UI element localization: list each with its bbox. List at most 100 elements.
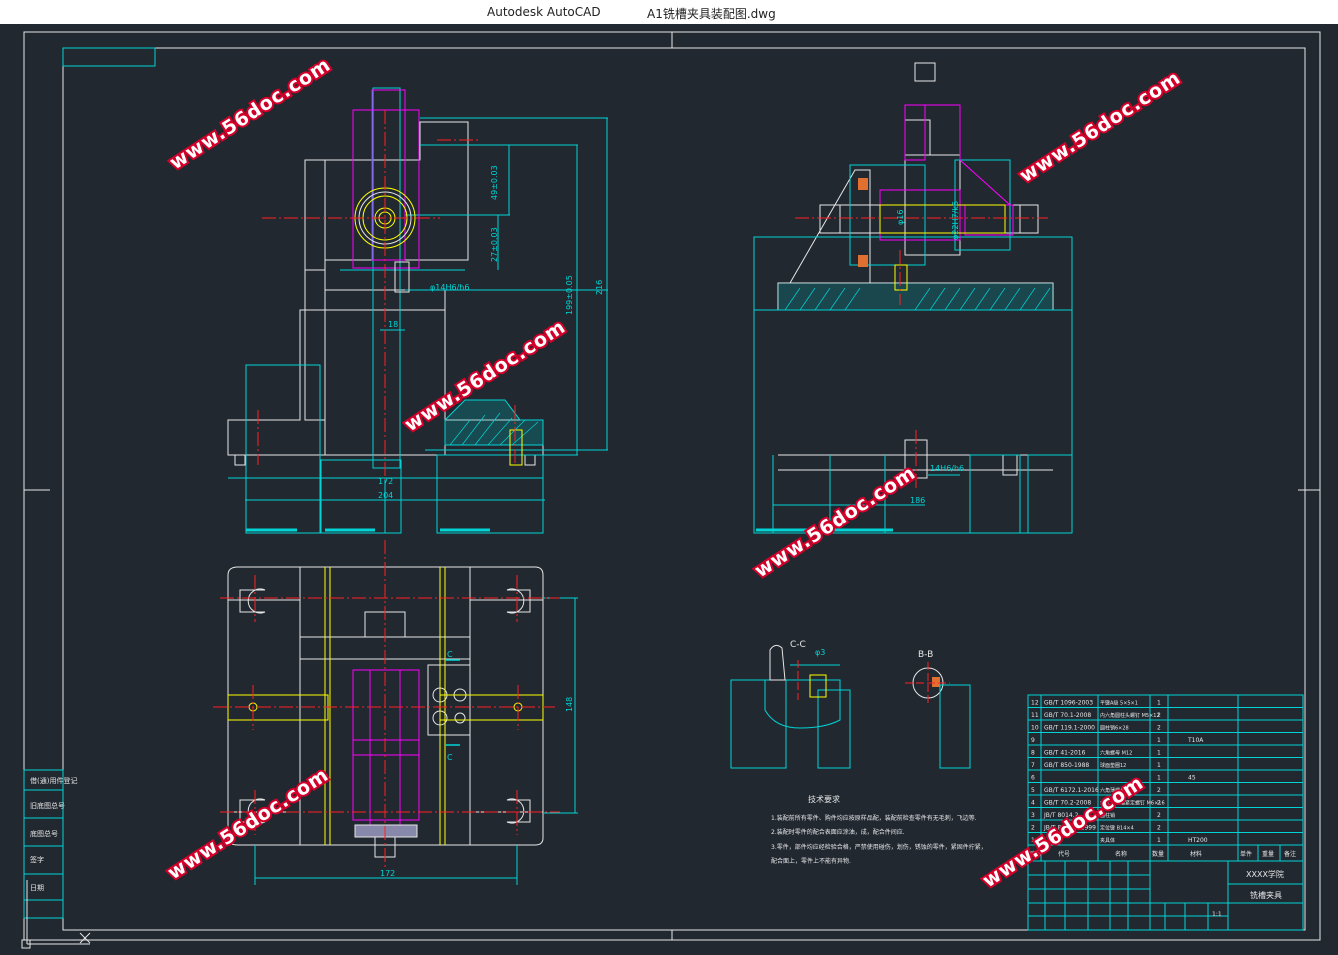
bom-cell-qty: 1 [1157, 737, 1161, 744]
bom-cell-name: 夹具体 [1100, 837, 1115, 844]
drawing-name: 铣槽夹具 [1250, 890, 1282, 900]
drawing-scale: 1:1 [1212, 911, 1222, 918]
tech-req-line-3: 3.零件，部件均应经检验合格，严禁使用碰伤，划伤，锈蚀的零件，紧固件拧紧， [771, 843, 987, 851]
front-view[interactable] [227, 87, 608, 534]
tech-req-line-1: 1.装配前所有零件、购件均应按原样品配，装配前检查零件有无毛刺，飞边等. [771, 814, 977, 822]
front-view-dimensions: 49±0.03 27±0.03 φ14H6/h6 18 172 204 199±… [378, 165, 604, 500]
dim-18: 18 [388, 320, 398, 329]
bom-table [1027, 694, 1304, 862]
dim-204: 204 [378, 491, 393, 500]
bom-cell-qty: 2 [1157, 712, 1161, 719]
top-view-dimensions: 148 172 C C [380, 650, 574, 878]
bom-cell-no: 9 [1031, 737, 1035, 744]
bom-cell-std: GB/T 119.1-2000 [1044, 725, 1095, 732]
ucs-icon [21, 880, 91, 949]
strip-1: 借(通)用件登记 [30, 776, 77, 785]
top-view[interactable] [213, 540, 578, 885]
bom-cell-no: 5 [1031, 787, 1035, 794]
bom-cell-std: JB/T 8044.2-1999 [1043, 825, 1096, 832]
tech-req-title: 技术要求 [808, 794, 840, 804]
bom-cell-no: 12 [1031, 700, 1039, 707]
bom-cell-no: 1 [1031, 837, 1035, 844]
bom-h-remark: 备注 [1284, 850, 1296, 858]
bom-cell-name: 六角螺母 M12 [1100, 750, 1132, 757]
side-view-dimensions: φ16 φ22H7/k6 14H6/h6 186 [896, 201, 964, 505]
bom-cell-name: 球面垫圈12 [1100, 762, 1126, 769]
technical-requirements: 技术要求 1.装配前所有零件、购件均应按原样品配，装配前检查零件有无毛刺，飞边等… [771, 794, 987, 865]
bom-cell-std: GB/T 6172.1-2016 [1044, 787, 1099, 794]
dim-fit: φ14H6/h6 [430, 283, 469, 292]
bom-cell-mat: T10A [1187, 737, 1204, 744]
bom-cell-std: GB/T 70.2-2008 [1044, 800, 1091, 807]
bom-cell-name: 平键A级 5×5×1 [1100, 700, 1138, 707]
dim-199: 199±0.05 [565, 275, 574, 315]
section-mark-c-top: C [447, 650, 453, 659]
strip-2: 旧底图总号 [30, 801, 65, 810]
bom-cell-no: 2 [1031, 825, 1035, 832]
bom-cell-name: 圆柱销6×28 [1100, 725, 1129, 732]
bom-cell-no: 10 [1031, 725, 1039, 732]
dim-fit3: φ16 [896, 210, 905, 225]
dim-14h6: 14H6/h6 [930, 464, 964, 473]
bom-cell-qty: 2 [1157, 725, 1161, 732]
section-cc[interactable]: C-C φ3 [730, 640, 851, 769]
bom-h-mat: 材料 [1190, 850, 1202, 858]
drawing-canvas[interactable]: 借(通)用件登记 旧底图总号 底图总号 签字 日期 [0, 24, 1338, 955]
dim-148: 148 [565, 697, 574, 712]
bom-cell-no: 3 [1031, 812, 1035, 819]
title-block [1027, 860, 1304, 931]
bom-cell-qty: 1 [1157, 762, 1161, 769]
tech-req-line-2: 2.装配时零件的配合表面应涂油，成，配合件间应. [771, 828, 905, 836]
bom-cell-name: 圆柱销 [1100, 812, 1115, 819]
bom-cell-no: 11 [1031, 712, 1039, 719]
strip-3: 底图总号 [30, 829, 58, 838]
bom-cell-qty: 1 [1157, 775, 1161, 782]
bom-h-name: 名称 [1115, 850, 1127, 858]
dim-186: 186 [910, 496, 925, 505]
bom-header: 序号 代号 名称 数量 材料 单件 重量 备注 [1030, 850, 1296, 858]
bom-h-qty: 数量 [1152, 850, 1164, 858]
bom-cell-std: GB/T 850-1988 [1044, 762, 1089, 769]
dim-49: 49±0.03 [490, 165, 499, 200]
bom-cell-mat: HT200 [1188, 837, 1208, 844]
bom-cell-std: JB/T 8014.2 [1043, 812, 1079, 819]
bom-h-single: 单件 [1240, 850, 1252, 858]
bom-cell-mat: 45 [1188, 775, 1196, 782]
section-cc-label: C-C [790, 640, 806, 650]
bom-cell-name: 内六角圆柱头螺钉 M5×12 [1100, 712, 1160, 719]
left-strip: 借(通)用件登记 旧底图总号 底图总号 签字 日期 [23, 769, 77, 919]
bom-cell-no: 6 [1031, 775, 1035, 782]
section-bb[interactable]: B-B [905, 650, 971, 769]
bom-cell-name: 定位键 B14×4 [1100, 825, 1134, 832]
bom-cell-no: 4 [1031, 800, 1035, 807]
bom-cell-std: GB/T 1096-2003 [1044, 700, 1093, 707]
dim-172: 172 [378, 477, 393, 486]
file-name: A1铣槽夹具装配图.dwg [647, 7, 776, 21]
section-bb-label: B-B [918, 650, 933, 660]
strip-5: 日期 [30, 884, 44, 892]
tech-req-line-4: 配合面上，零件上不能有异物. [771, 857, 851, 865]
bom-cell-qty: 2 [1157, 825, 1161, 832]
bom-cell-qty: 1 [1157, 700, 1161, 707]
title-bar: Autodesk AutoCAD A1铣槽夹具装配图.dwg [0, 0, 1338, 24]
bom-cell-no: 8 [1031, 750, 1035, 757]
bom-cell-name: 内六角平端紧定螺钉 M6×16 [1100, 800, 1165, 807]
bom-cell-no: 7 [1031, 762, 1035, 769]
bom-h-code: 代号 [1058, 850, 1070, 858]
bom-h-weight: 重量 [1262, 850, 1274, 858]
bom-cell-std: GB/T 70.1-2008 [1044, 712, 1091, 719]
dim-cc: φ3 [815, 648, 825, 657]
strip-4: 签字 [30, 855, 44, 864]
side-view[interactable] [753, 62, 1073, 534]
bom-cell-qty: 1 [1157, 837, 1161, 844]
dim-fit2: φ22H7/k6 [951, 201, 960, 240]
dim-216: 216 [595, 280, 604, 295]
dim-172b: 172 [380, 869, 395, 878]
bom-cell-std: GB/T 41-2016 [1044, 750, 1086, 757]
bom-cell-qty: 2 [1157, 787, 1161, 794]
bom-h-no: 序号 [1030, 850, 1042, 858]
bom-cell-qty: 2 [1157, 800, 1161, 807]
section-mark-c-bottom: C [447, 753, 453, 762]
company-name: XXXX学院 [1246, 869, 1284, 879]
